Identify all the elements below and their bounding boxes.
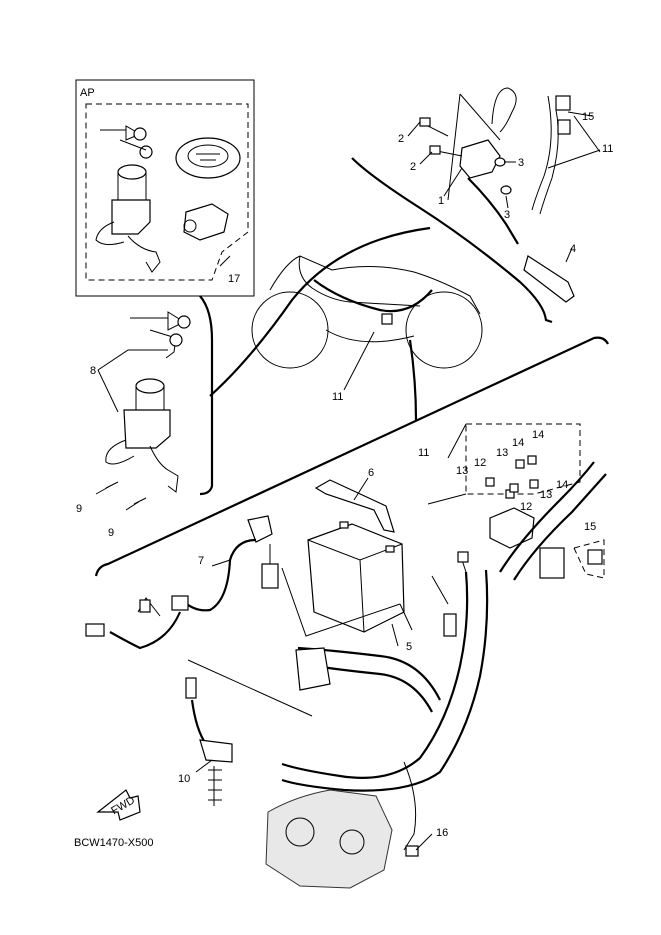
callout-15b: 15 (584, 521, 596, 533)
divider-line (94, 336, 609, 577)
fuse-box-group (427, 423, 605, 579)
callout-5: 5 (406, 641, 412, 653)
inset-main-switch (95, 164, 161, 273)
main-harness (281, 461, 607, 857)
callout-12b: 12 (520, 501, 532, 513)
inset-seat-lock (183, 203, 229, 241)
callout-3b: 3 (504, 209, 510, 221)
callout-4: 4 (570, 243, 576, 255)
engine-outline (265, 789, 393, 889)
ap-inset (75, 79, 255, 297)
battery-group (281, 479, 413, 637)
callout-14c: 14 (556, 479, 568, 491)
callout-11c: 11 (418, 447, 429, 459)
inset-fuel-cap (175, 137, 241, 179)
callout-2a: 2 (398, 133, 404, 145)
callout-1: 1 (438, 195, 444, 207)
drawing-code: BCW1470-X500 (74, 837, 154, 849)
callout-17: 17 (228, 273, 240, 285)
callout-14b: 14 (532, 429, 544, 441)
callout-11b: 11 (332, 391, 343, 403)
callout-9a: 9 (76, 503, 82, 515)
callout-6: 6 (368, 467, 374, 479)
leader-lines (97, 111, 601, 851)
callout-labels: AP 1 2 2 3 3 4 5 6 7 8 9 9 10 11 11 11 1… (74, 87, 613, 849)
callout-9b: 9 (108, 527, 114, 539)
callout-13a: 13 (456, 465, 468, 477)
inset-keys (100, 125, 153, 159)
inset-title: AP (80, 87, 95, 99)
callout-3a: 3 (518, 157, 524, 169)
callout-2b: 2 (410, 161, 416, 173)
callout-8: 8 (90, 365, 96, 377)
sub-harness (85, 515, 279, 650)
handlebar-switch-group (351, 87, 601, 324)
motorcycle-outline (209, 226, 483, 421)
callout-12a: 12 (474, 457, 486, 469)
fwd-arrow-icon (96, 789, 141, 821)
callout-7: 7 (198, 555, 204, 567)
callout-14a: 14 (512, 437, 524, 449)
callout-11a: 11 (602, 143, 613, 155)
callout-10: 10 (178, 773, 190, 785)
callout-13b: 13 (496, 447, 508, 459)
key-set-group (95, 295, 214, 511)
callout-16: 16 (436, 827, 448, 839)
callout-13c: 13 (540, 489, 552, 501)
neutral-switch-group (185, 659, 313, 806)
callout-15a: 15 (582, 111, 594, 123)
